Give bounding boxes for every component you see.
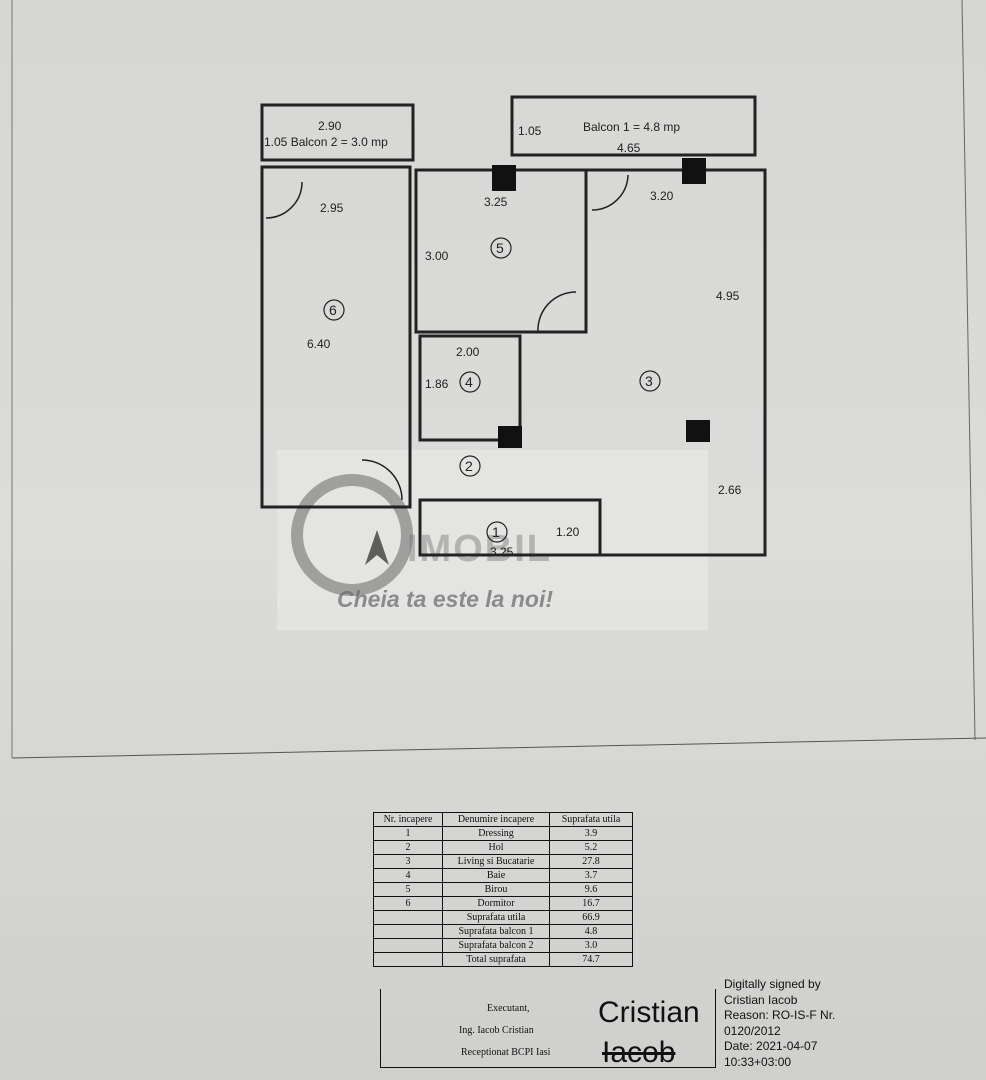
table-cell: Total suprafata [442,952,550,967]
table-cell: 6 [373,896,443,911]
table-cell: 5.2 [549,840,633,855]
table-cell: 74.7 [549,952,633,967]
table-cell [373,952,443,967]
watermark-brand: IMOBIL [407,528,552,570]
table-cell: 9.6 [549,882,633,897]
table-cell: 5 [373,882,443,897]
table-cell: Birou [442,882,550,897]
signature-block: Executant, Ing. Iacob Cristian Reception… [380,989,716,1068]
digital-signature-text: Digitally signed by Cristian Iacob Reaso… [724,977,835,1071]
table-cell: 1 [373,826,443,841]
table-cell [373,938,443,953]
table-cell: Suprafata balcon 2 [442,938,550,953]
digital-signature-line: 0120/2012 [724,1023,781,1038]
digital-signature-line: Reason: RO-IS-F Nr. [724,1008,836,1023]
digital-signature-line: Cristian Iacob [724,992,798,1007]
table-cell: 3 [373,854,443,869]
table-cell: Hol [442,840,550,855]
table-cell: Baie [442,868,550,883]
table-cell: Dressing [442,826,550,841]
column-header: Suprafata utila [549,812,633,827]
table-cell: 4 [373,868,443,883]
signature-last-name: Iacob [602,1036,676,1069]
table-cell: 3.0 [549,938,633,953]
watermark-slogan: Cheia ta este la noi! [337,586,554,612]
digital-signature-line: Date: 2021-04-07 [724,1039,818,1054]
table-cell: 27.8 [549,854,633,869]
table-header-row: Nr. incapere Denumire incapere Suprafata… [373,812,633,827]
column-header: Nr. incapere [373,812,443,827]
table-cell: 66.9 [549,910,633,925]
table-cell: 3.7 [549,868,633,883]
room-area-table: Nr. incapere Denumire incapere Suprafata… [373,812,633,967]
table-cell: Living si Bucatarie [442,854,550,869]
table-cell: Suprafata balcon 1 [442,924,550,939]
table-cell [373,910,443,925]
table-cell: Dormitor [442,896,550,911]
signature-first-name: Cristian [598,996,700,1029]
engineer-name: Ing. Iacob Cristian [459,1025,534,1036]
digital-signature-line: 10:33+03:00 [724,1054,792,1069]
table-cell: 3.9 [549,826,633,841]
table-cell [373,924,443,939]
table-cell: 4.8 [549,924,633,939]
table-cell: 2 [373,840,443,855]
watermark-logo-icon [291,474,413,596]
column-header: Denumire incapere [442,812,550,827]
received-label: Receptionat BCPI Iasi [461,1047,551,1058]
table-cell: 16.7 [549,896,633,911]
watermark: IMOBIL Cheia ta este la noi! [277,450,708,630]
executant-label: Executant, [487,1003,530,1014]
digital-signature-line: Digitally signed by [724,977,821,991]
table-cell: Suprafata utila [442,910,550,925]
